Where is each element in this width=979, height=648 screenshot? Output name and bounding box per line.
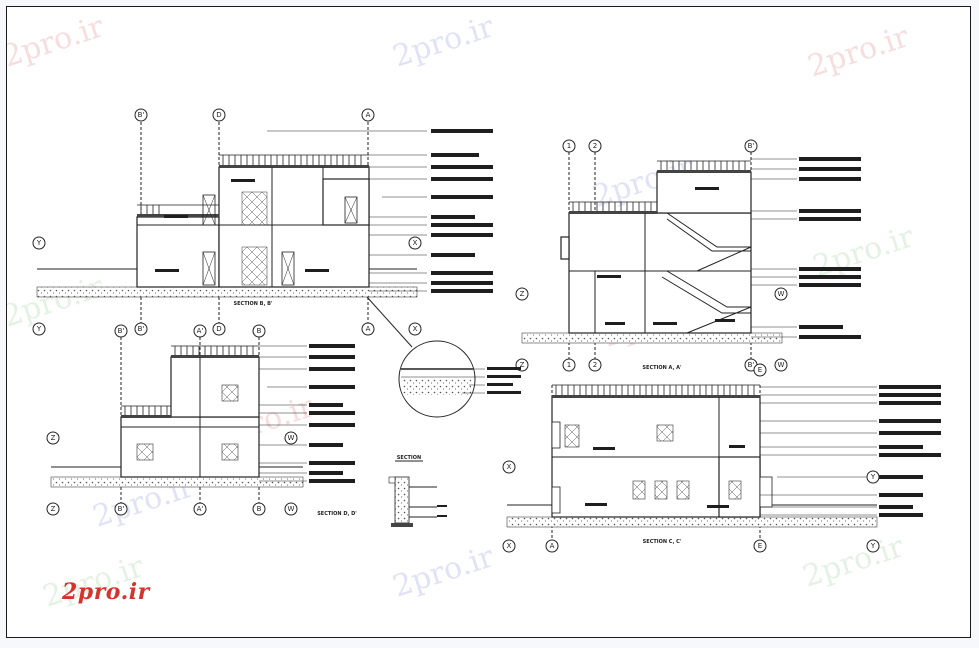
svg-text:Z: Z xyxy=(520,361,525,369)
svg-text:B': B' xyxy=(118,327,125,335)
svg-text:X: X xyxy=(413,239,418,247)
svg-text:B': B' xyxy=(118,505,125,513)
svg-text:Z: Z xyxy=(520,290,525,298)
grid-bubble: A' xyxy=(193,324,207,338)
skylight-box xyxy=(564,424,742,500)
svg-text:W: W xyxy=(288,434,295,442)
grid-bubble: A xyxy=(361,108,375,122)
svg-text:X: X xyxy=(507,463,512,471)
section-title: SECTION A, A' xyxy=(642,365,682,371)
grid-bubble: W xyxy=(284,431,298,445)
svg-text:Z: Z xyxy=(51,505,56,513)
grid-bubble: Y xyxy=(32,236,46,250)
svg-text:A: A xyxy=(366,111,371,119)
svg-text:A': A' xyxy=(197,327,204,335)
grid-bubble: X xyxy=(502,539,516,553)
cad-drawing: 2pro.ir 2pro.ir 2pro.ir 2pro.ir 2pro.ir … xyxy=(0,9,941,615)
grid-bubble: B' xyxy=(114,502,128,516)
section-d-drawing: SECTION D, D' xyxy=(50,337,357,517)
svg-text:Y: Y xyxy=(36,239,42,247)
drawing-sheet: 2pro.ir 2pro.ir 2pro.ir 2pro.ir 2pro.ir … xyxy=(0,6,971,638)
detail-circle xyxy=(366,296,521,418)
svg-text:W: W xyxy=(778,361,785,369)
svg-text:X: X xyxy=(507,542,512,550)
section-c-grid-bubbles: E X Y X A E Y xyxy=(502,363,880,553)
section-a-grid-bubbles: 1 2 B' Z W Z 1 2 B' W xyxy=(515,139,788,372)
section-title: SECTION D, D' xyxy=(317,511,357,517)
grid-bubble: A xyxy=(545,539,559,553)
grid-bubble: Y xyxy=(866,470,880,484)
grid-bubble: Z xyxy=(515,287,529,301)
grid-bubble: W xyxy=(284,502,298,516)
svg-text:B': B' xyxy=(748,142,755,150)
grid-bubble: B' xyxy=(134,322,148,336)
svg-text:E: E xyxy=(758,542,762,550)
grid-bubble: B' xyxy=(134,108,148,122)
svg-text:Y: Y xyxy=(870,473,876,481)
watermark-text: 2pro.ir xyxy=(799,529,909,595)
watermark-text: 2pro.ir xyxy=(7,269,109,335)
grid-bubble: D xyxy=(212,322,226,336)
grid-bubble: B' xyxy=(114,324,128,338)
section-c-drawing: SECTION C, C' xyxy=(506,384,941,547)
svg-text:E: E xyxy=(758,366,762,374)
svg-text:A: A xyxy=(550,542,555,550)
section-a-drawing: SECTION A, A' xyxy=(521,152,861,371)
svg-text:A': A' xyxy=(197,505,204,513)
grid-bubble: 2 xyxy=(588,139,602,153)
grid-bubble: Z xyxy=(46,502,60,516)
svg-text:W: W xyxy=(288,505,295,513)
section-title: SECTION B, B' xyxy=(234,301,273,307)
grid-bubble: X xyxy=(408,322,422,336)
grid-bubble: 1 xyxy=(562,358,576,372)
grid-bubble: W xyxy=(774,287,788,301)
watermark-text: 2pro.ir xyxy=(389,539,499,605)
svg-text:Z: Z xyxy=(51,434,56,442)
svg-text:B: B xyxy=(257,505,262,513)
grid-bubble: A' xyxy=(193,502,207,516)
svg-text:B': B' xyxy=(748,361,755,369)
grid-bubble: W xyxy=(774,358,788,372)
grid-bubble: Y xyxy=(866,539,880,553)
grid-bubble: E xyxy=(753,539,767,553)
section-b-drawing: SECTION B, B' xyxy=(36,122,493,327)
skylight-box xyxy=(136,384,239,461)
watermark-text: 2pro.ir xyxy=(809,219,919,285)
svg-text:2: 2 xyxy=(593,361,597,369)
svg-text:D: D xyxy=(216,325,221,333)
watermark-text: 2pro.ir xyxy=(804,19,914,85)
watermark-text: 2pro.ir xyxy=(7,9,109,75)
svg-text:D: D xyxy=(216,111,221,119)
grid-bubble: B xyxy=(252,502,266,516)
section-title: SECTION C, C' xyxy=(643,539,682,545)
svg-text:X: X xyxy=(413,325,418,333)
grid-bubble: B' xyxy=(744,139,758,153)
section-b-grid-bubbles: B' D A Y X Y B' D A X xyxy=(32,108,422,336)
svg-text:Y: Y xyxy=(36,325,42,333)
grid-bubble: X xyxy=(502,460,516,474)
svg-text:A: A xyxy=(366,325,371,333)
grid-bubble: 1 xyxy=(562,139,576,153)
grid-bubble: E xyxy=(753,363,767,377)
brand-logo[interactable]: 2pro.ir xyxy=(62,579,150,605)
svg-text:W: W xyxy=(778,290,785,298)
wall-detail: SECTION xyxy=(388,455,447,527)
svg-text:1: 1 xyxy=(567,142,571,150)
grid-bubble: A xyxy=(361,322,375,336)
grid-bubble: 2 xyxy=(588,358,602,372)
svg-text:B': B' xyxy=(138,111,145,119)
svg-text:2: 2 xyxy=(593,142,597,150)
svg-text:B: B xyxy=(257,327,262,335)
grid-bubble: X xyxy=(408,236,422,250)
grid-bubble: B xyxy=(252,324,266,338)
section-title: SECTION xyxy=(397,455,421,461)
svg-text:B': B' xyxy=(138,325,145,333)
watermark-text: 2pro.ir xyxy=(389,9,499,75)
grid-bubble: Y xyxy=(32,322,46,336)
grid-bubble: D xyxy=(212,108,226,122)
svg-text:1: 1 xyxy=(567,361,571,369)
svg-text:Y: Y xyxy=(870,542,876,550)
grid-bubble: Z xyxy=(46,431,60,445)
section-d-grid-bubbles: B' A' B Z W Z B' A' B W xyxy=(46,324,298,516)
